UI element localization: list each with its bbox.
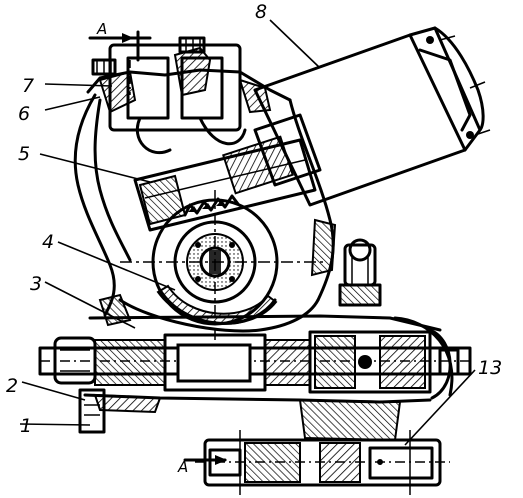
- section-mark-bottom: [183, 455, 227, 465]
- power-cylinder: [222, 26, 491, 207]
- section-label-top: A: [96, 20, 107, 38]
- section-label-bottom: A: [177, 458, 188, 476]
- label-2: 2: [6, 375, 18, 397]
- control-valve: [195, 430, 450, 495]
- centerlines: [120, 190, 325, 340]
- label-5: 5: [18, 143, 30, 165]
- rack-piston: [133, 138, 317, 232]
- label-8: 8: [255, 1, 267, 23]
- label-1: 1: [20, 415, 32, 437]
- label-3: 3: [30, 273, 42, 295]
- label-4: 4: [42, 231, 54, 253]
- lower-shaft-assembly: [38, 314, 472, 442]
- label-6: 6: [18, 103, 30, 125]
- bleed-valve: [338, 238, 382, 307]
- label-13: 13: [478, 357, 502, 379]
- label-7: 7: [22, 75, 34, 97]
- section-mark-top: [88, 30, 152, 95]
- leader-lines: [19, 19, 476, 446]
- top-valve-block: [91, 36, 247, 155]
